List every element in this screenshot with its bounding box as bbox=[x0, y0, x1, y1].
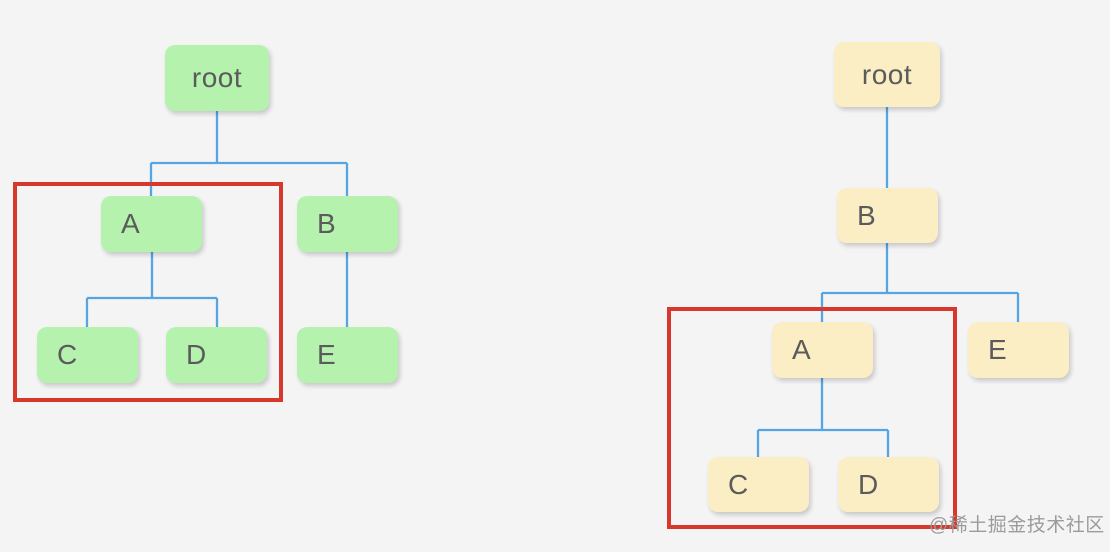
node-label: C bbox=[57, 339, 78, 370]
right-tree-node-B: B bbox=[837, 188, 938, 243]
node-label: B bbox=[857, 199, 877, 231]
left-tree-node-B: B bbox=[297, 196, 398, 252]
left-tree-highlight-rect bbox=[13, 182, 283, 402]
node-label: E bbox=[988, 334, 1008, 365]
node-label: C bbox=[728, 468, 749, 500]
right-tree-highlight-rect bbox=[667, 307, 957, 529]
node-label: A bbox=[121, 208, 141, 239]
right-tree-node-C: C bbox=[708, 457, 809, 512]
left-tree-node-E: E bbox=[297, 327, 398, 383]
node-label: B bbox=[317, 208, 337, 239]
node-label: E bbox=[317, 339, 337, 370]
watermark: @稀土掘金技术社区 bbox=[929, 515, 1105, 536]
node-label: D bbox=[186, 339, 207, 370]
node-label: root bbox=[861, 58, 913, 90]
left-tree-node-D: D bbox=[166, 327, 267, 383]
left-tree-node-root: root bbox=[165, 45, 269, 111]
right-tree-node-E: E bbox=[968, 322, 1069, 378]
right-tree-node-root: root bbox=[834, 42, 940, 107]
left-tree-node-A: A bbox=[101, 196, 202, 252]
node-label: A bbox=[792, 334, 812, 365]
node-label: root bbox=[191, 62, 243, 93]
node-label: D bbox=[858, 468, 879, 500]
left-tree-node-C: C bbox=[37, 327, 138, 383]
right-tree-node-D: D bbox=[838, 457, 939, 512]
right-tree-node-A: A bbox=[772, 322, 873, 378]
